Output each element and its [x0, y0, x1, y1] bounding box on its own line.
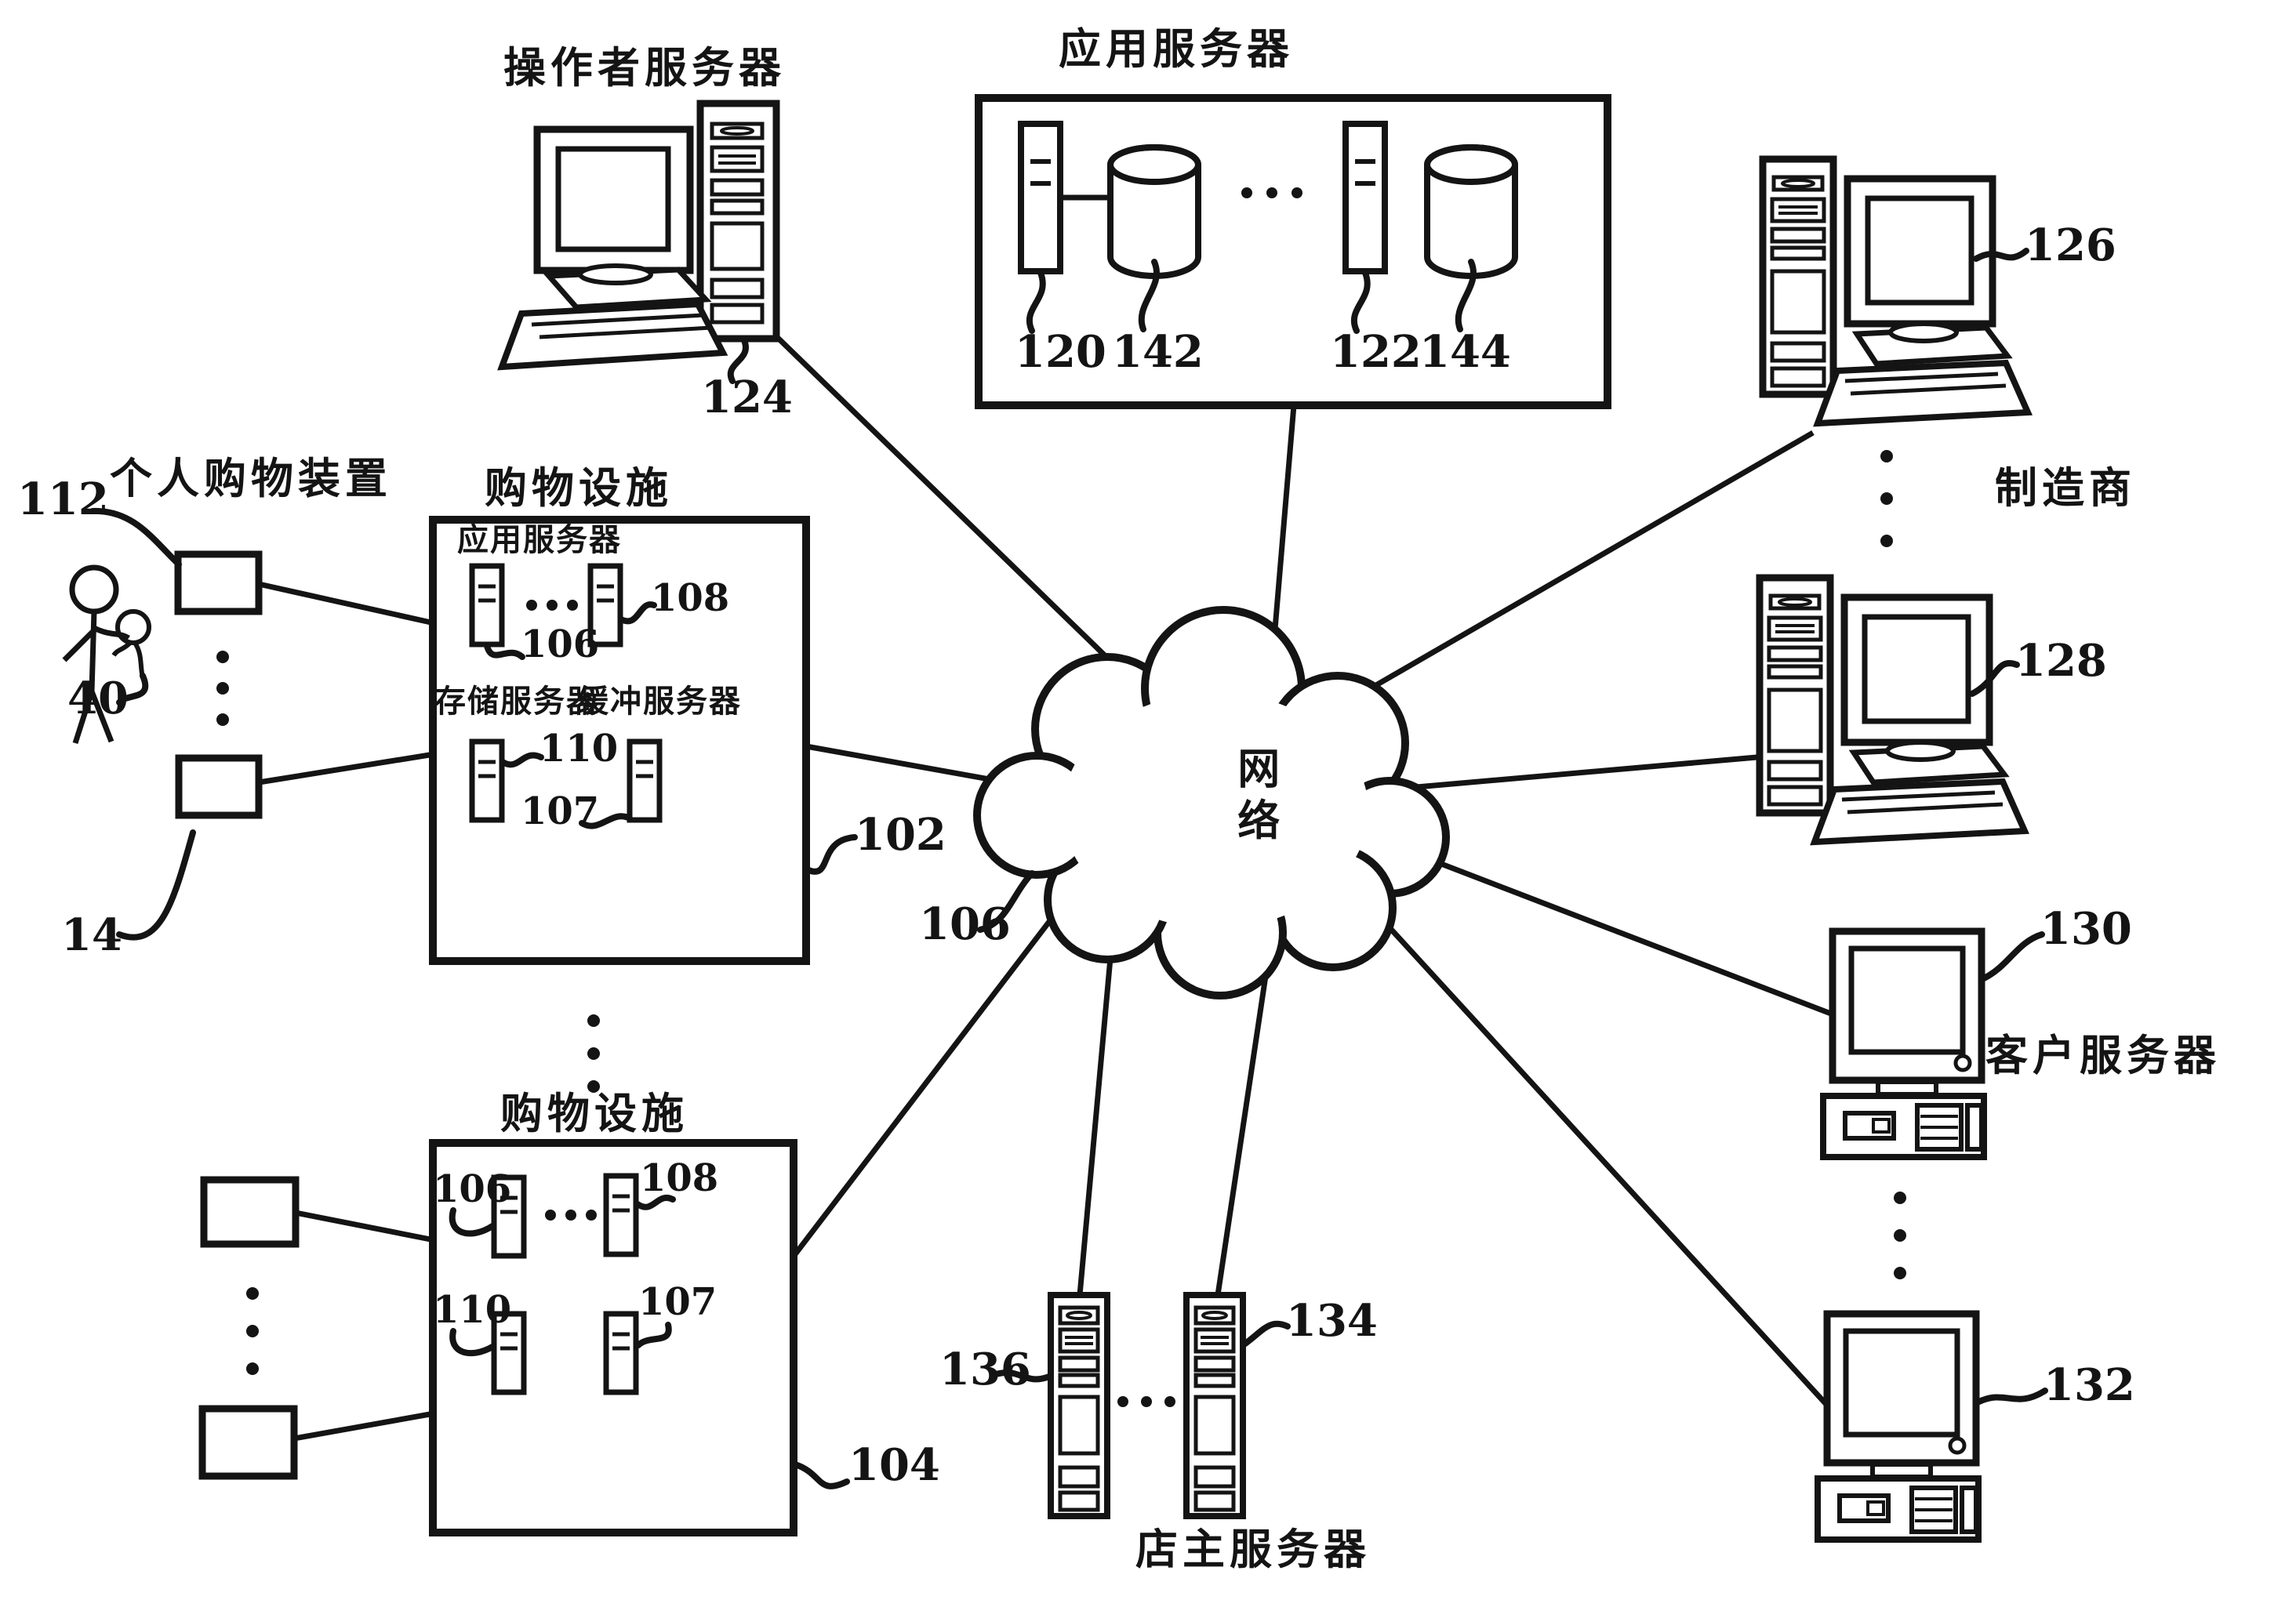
- manufacturer-computer-126-icon: [1763, 159, 2028, 423]
- app-server-tower-120-icon: [1021, 124, 1060, 271]
- personal-device-title: 个人购物装置: [110, 453, 392, 503]
- device-box-112: [174, 550, 263, 615]
- ref-124: 124: [701, 372, 793, 423]
- ref-102: 102: [855, 809, 946, 861]
- facility-104-title: 购物设施: [500, 1088, 688, 1138]
- connection-operator-server-network: [749, 310, 1141, 691]
- ref-104: 104: [848, 1439, 940, 1491]
- ref-108-f1: 108: [651, 576, 730, 620]
- device-box-b: [198, 1405, 298, 1480]
- facility-102-app-label: 应用服务器: [457, 521, 622, 558]
- connection-facility-104-network: [793, 907, 1061, 1257]
- database-cylinder-144-icon: [1427, 147, 1515, 276]
- app-server-tower-122-icon: [1346, 124, 1385, 271]
- leader-lines: [89, 248, 2048, 1489]
- shop-owner-title: 店主服务器: [1135, 1524, 1371, 1574]
- application-server-title: 应用服务器: [1059, 24, 1294, 74]
- connection-manufacturer-126-network: [1369, 430, 1815, 691]
- device-box-14: [175, 754, 263, 819]
- f1-storage-server-110-icon: [472, 742, 502, 820]
- ref-132: 132: [2044, 1359, 2135, 1411]
- ref-120: 120: [1015, 326, 1106, 378]
- ref-122: 122: [1330, 326, 1422, 378]
- ref-14: 14: [61, 909, 122, 961]
- shop-owner-server-136-icon: [1051, 1295, 1107, 1516]
- connection-device-14-facility-102: [258, 751, 435, 785]
- network-label: 网络: [1230, 746, 1281, 850]
- connection-facility-102-network: [805, 743, 1016, 787]
- connection-workstation-132-network: [1376, 913, 1833, 1412]
- ref-112: 112: [17, 473, 109, 525]
- ref-108-f2: 108: [640, 1156, 719, 1200]
- ellipsis-dots-icon: [216, 187, 1906, 1407]
- connection-application-server-network: [1269, 404, 1297, 667]
- ref-107-f1: 107: [521, 789, 600, 833]
- customer-server-130-icon: [1823, 931, 1984, 1157]
- ref-136: 136: [939, 1344, 1031, 1395]
- ref-110-f2: 110: [433, 1288, 512, 1332]
- manufacturer-label: 制造商: [1995, 463, 2136, 513]
- ref-40: 40: [67, 673, 129, 724]
- ref-106-f2: 106: [433, 1167, 512, 1211]
- database-cylinder-142-icon: [1110, 147, 1198, 276]
- ref-106-network: 106: [919, 898, 1011, 950]
- ref-107-f2: 107: [638, 1280, 718, 1324]
- connection-shop-owner-134-network: [1215, 944, 1273, 1296]
- ref-142: 142: [1112, 326, 1204, 378]
- connection-customer-server-130-network: [1419, 853, 1836, 1018]
- shop-owner-server-134-icon: [1186, 1295, 1243, 1516]
- connection-device-b-facility-104: [293, 1410, 435, 1442]
- connection-device-a-facility-104: [295, 1210, 435, 1243]
- operator-server-title: 操作者服务器: [503, 42, 786, 93]
- ref-110-f1: 110: [539, 727, 619, 771]
- operator-computer-icon: [497, 100, 780, 371]
- ref-134: 134: [1286, 1295, 1378, 1347]
- ref-130: 130: [2040, 903, 2132, 955]
- facility-102-cache-label: 缓冲服务器: [577, 683, 742, 720]
- network-cloud-icon: [973, 606, 1450, 999]
- f2-server-108-icon: [606, 1176, 636, 1254]
- ref-144: 144: [1419, 326, 1511, 378]
- ref-126: 126: [2025, 219, 2116, 271]
- facility-102-storage-label: 存储服务器: [434, 683, 599, 720]
- ref-106-f1: 106: [521, 622, 600, 666]
- facility-102-title: 购物设施: [485, 463, 673, 513]
- connection-device-112-facility-102: [258, 581, 435, 626]
- customer-server-label: 客户服务器: [1985, 1030, 2221, 1080]
- f2-server-107-icon: [606, 1314, 636, 1392]
- person-icon: [62, 564, 151, 745]
- connection-shop-owner-136-network: [1077, 940, 1115, 1296]
- ref-128: 128: [2015, 635, 2107, 687]
- f1-cache-server-107-icon: [630, 742, 659, 820]
- workstation-132-icon: [1818, 1314, 1978, 1540]
- connection-lines: [258, 310, 1836, 1442]
- device-box-a: [200, 1176, 300, 1248]
- manufacturer-computer-128-icon: [1760, 578, 2025, 842]
- f1-app-server-106-icon: [472, 566, 502, 644]
